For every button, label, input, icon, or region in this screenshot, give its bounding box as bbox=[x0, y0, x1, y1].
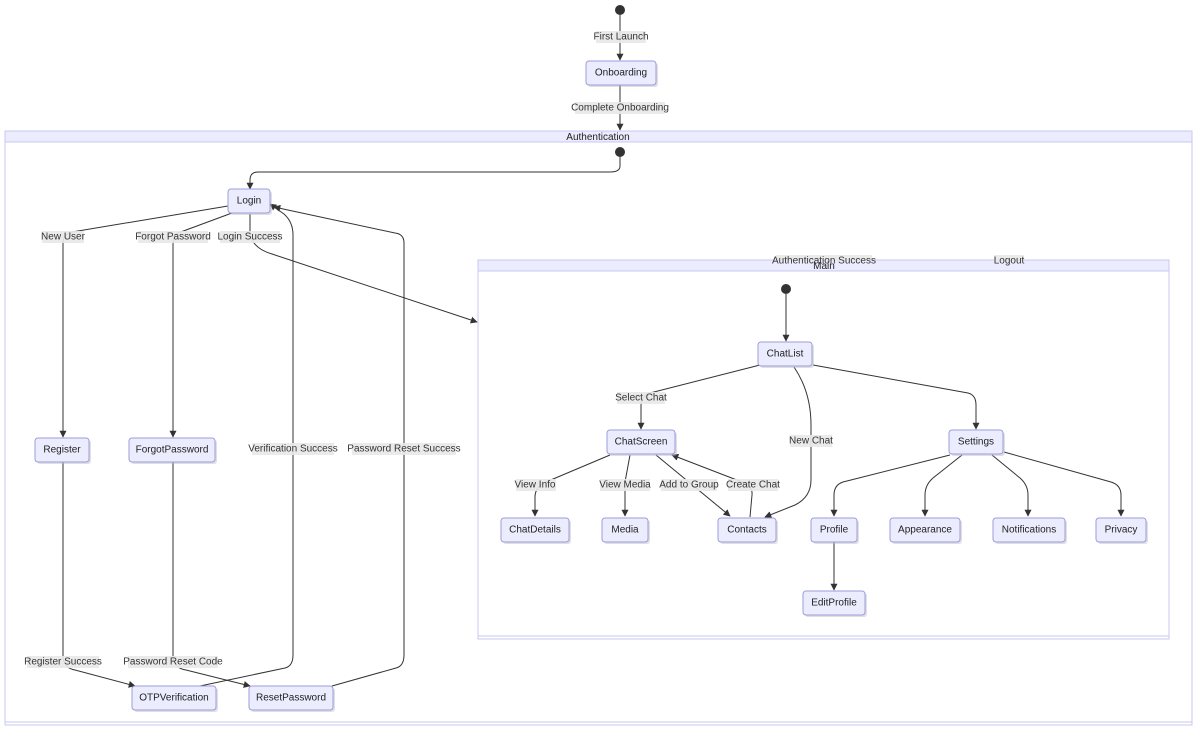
start-node-main bbox=[781, 284, 791, 294]
edge-settings-privacy bbox=[1003, 451, 1125, 517]
edge-chatlist-settings bbox=[812, 364, 980, 430]
label-new-chat: New Chat bbox=[789, 436, 833, 447]
edge-authstart-login bbox=[246, 157, 621, 190]
label-login-success: Login Success bbox=[217, 232, 282, 243]
state-register-label: Register bbox=[43, 445, 81, 456]
state-notifications-label: Notifications bbox=[1002, 525, 1056, 536]
edge-labels: First Launch Complete Onboarding New Use… bbox=[24, 31, 1025, 668]
state-otp-verification-label: OTPVerification bbox=[139, 693, 208, 704]
label-forgot-password: Forgot Password bbox=[135, 232, 211, 243]
state-contacts-label: Contacts bbox=[727, 525, 766, 536]
label-password-reset-success: Password Reset Success bbox=[347, 444, 460, 455]
label-create-chat: Create Chat bbox=[726, 480, 780, 491]
state-contacts[interactable]: Contacts bbox=[717, 517, 778, 544]
label-complete-onboarding: Complete Onboarding bbox=[571, 103, 669, 114]
state-appearance[interactable]: Appearance bbox=[889, 517, 962, 544]
state-forgot-password[interactable]: ForgotPassword bbox=[128, 437, 217, 464]
state-settings[interactable]: Settings bbox=[948, 429, 1005, 456]
label-select-chat: Select Chat bbox=[615, 393, 667, 404]
state-chat-list-label: ChatList bbox=[767, 349, 804, 360]
label-password-reset-code: Password Reset Code bbox=[123, 657, 223, 668]
state-login[interactable]: Login bbox=[227, 188, 272, 215]
state-profile[interactable]: Profile bbox=[810, 517, 859, 544]
edge-settings-notifications bbox=[991, 454, 1032, 517]
state-login-label: Login bbox=[237, 196, 261, 207]
state-privacy[interactable]: Privacy bbox=[1095, 517, 1148, 544]
edge-settings-appearance bbox=[921, 454, 963, 517]
state-reset-password-label: ResetPassword bbox=[256, 693, 326, 704]
cluster-main-title: Main bbox=[813, 261, 835, 272]
label-verification-success: Verification Success bbox=[248, 444, 338, 455]
state-chat-list[interactable]: ChatList bbox=[757, 341, 814, 368]
cluster-main: Main bbox=[477, 259, 1170, 640]
state-media[interactable]: Media bbox=[601, 517, 650, 544]
state-settings-label: Settings bbox=[958, 437, 994, 448]
edge-chatlist-contacts bbox=[764, 366, 812, 518]
state-nodes: Onboarding Login Register ForgotPassword… bbox=[34, 60, 1148, 712]
label-logout: Logout bbox=[994, 256, 1025, 267]
state-appearance-label: Appearance bbox=[898, 525, 952, 536]
state-edit-profile-label: EditProfile bbox=[811, 598, 857, 609]
state-media-label: Media bbox=[611, 525, 639, 536]
label-add-to-group: Add to Group bbox=[659, 480, 719, 491]
start-node-top bbox=[615, 5, 625, 15]
state-otp-verification[interactable]: OTPVerification bbox=[131, 685, 218, 712]
state-forgot-password-label: ForgotPassword bbox=[136, 445, 209, 456]
state-chat-screen-label: ChatScreen bbox=[615, 437, 668, 448]
start-node-authentication bbox=[615, 147, 625, 157]
label-register-success: Register Success bbox=[24, 657, 102, 668]
label-authentication-success: Authentication Success bbox=[772, 256, 876, 267]
state-reset-password[interactable]: ResetPassword bbox=[248, 685, 335, 712]
state-register[interactable]: Register bbox=[34, 437, 91, 464]
cluster-authentication-title: Authentication bbox=[566, 132, 629, 143]
state-profile-label: Profile bbox=[820, 525, 849, 536]
state-edit-profile[interactable]: EditProfile bbox=[802, 590, 867, 617]
label-view-info: View Info bbox=[515, 480, 556, 491]
edge-settings-profile bbox=[830, 454, 951, 517]
label-first-launch: First Launch bbox=[593, 32, 648, 43]
state-chat-screen[interactable]: ChatScreen bbox=[606, 429, 677, 456]
state-chat-details[interactable]: ChatDetails bbox=[500, 517, 571, 544]
state-onboarding-label: Onboarding bbox=[595, 68, 647, 79]
state-onboarding[interactable]: Onboarding bbox=[585, 60, 658, 87]
state-privacy-label: Privacy bbox=[1105, 525, 1138, 536]
state-notifications[interactable]: Notifications bbox=[992, 517, 1067, 544]
label-view-media: View Media bbox=[599, 480, 651, 491]
label-new-user: New User bbox=[41, 232, 86, 243]
state-chat-details-label: ChatDetails bbox=[509, 525, 561, 536]
